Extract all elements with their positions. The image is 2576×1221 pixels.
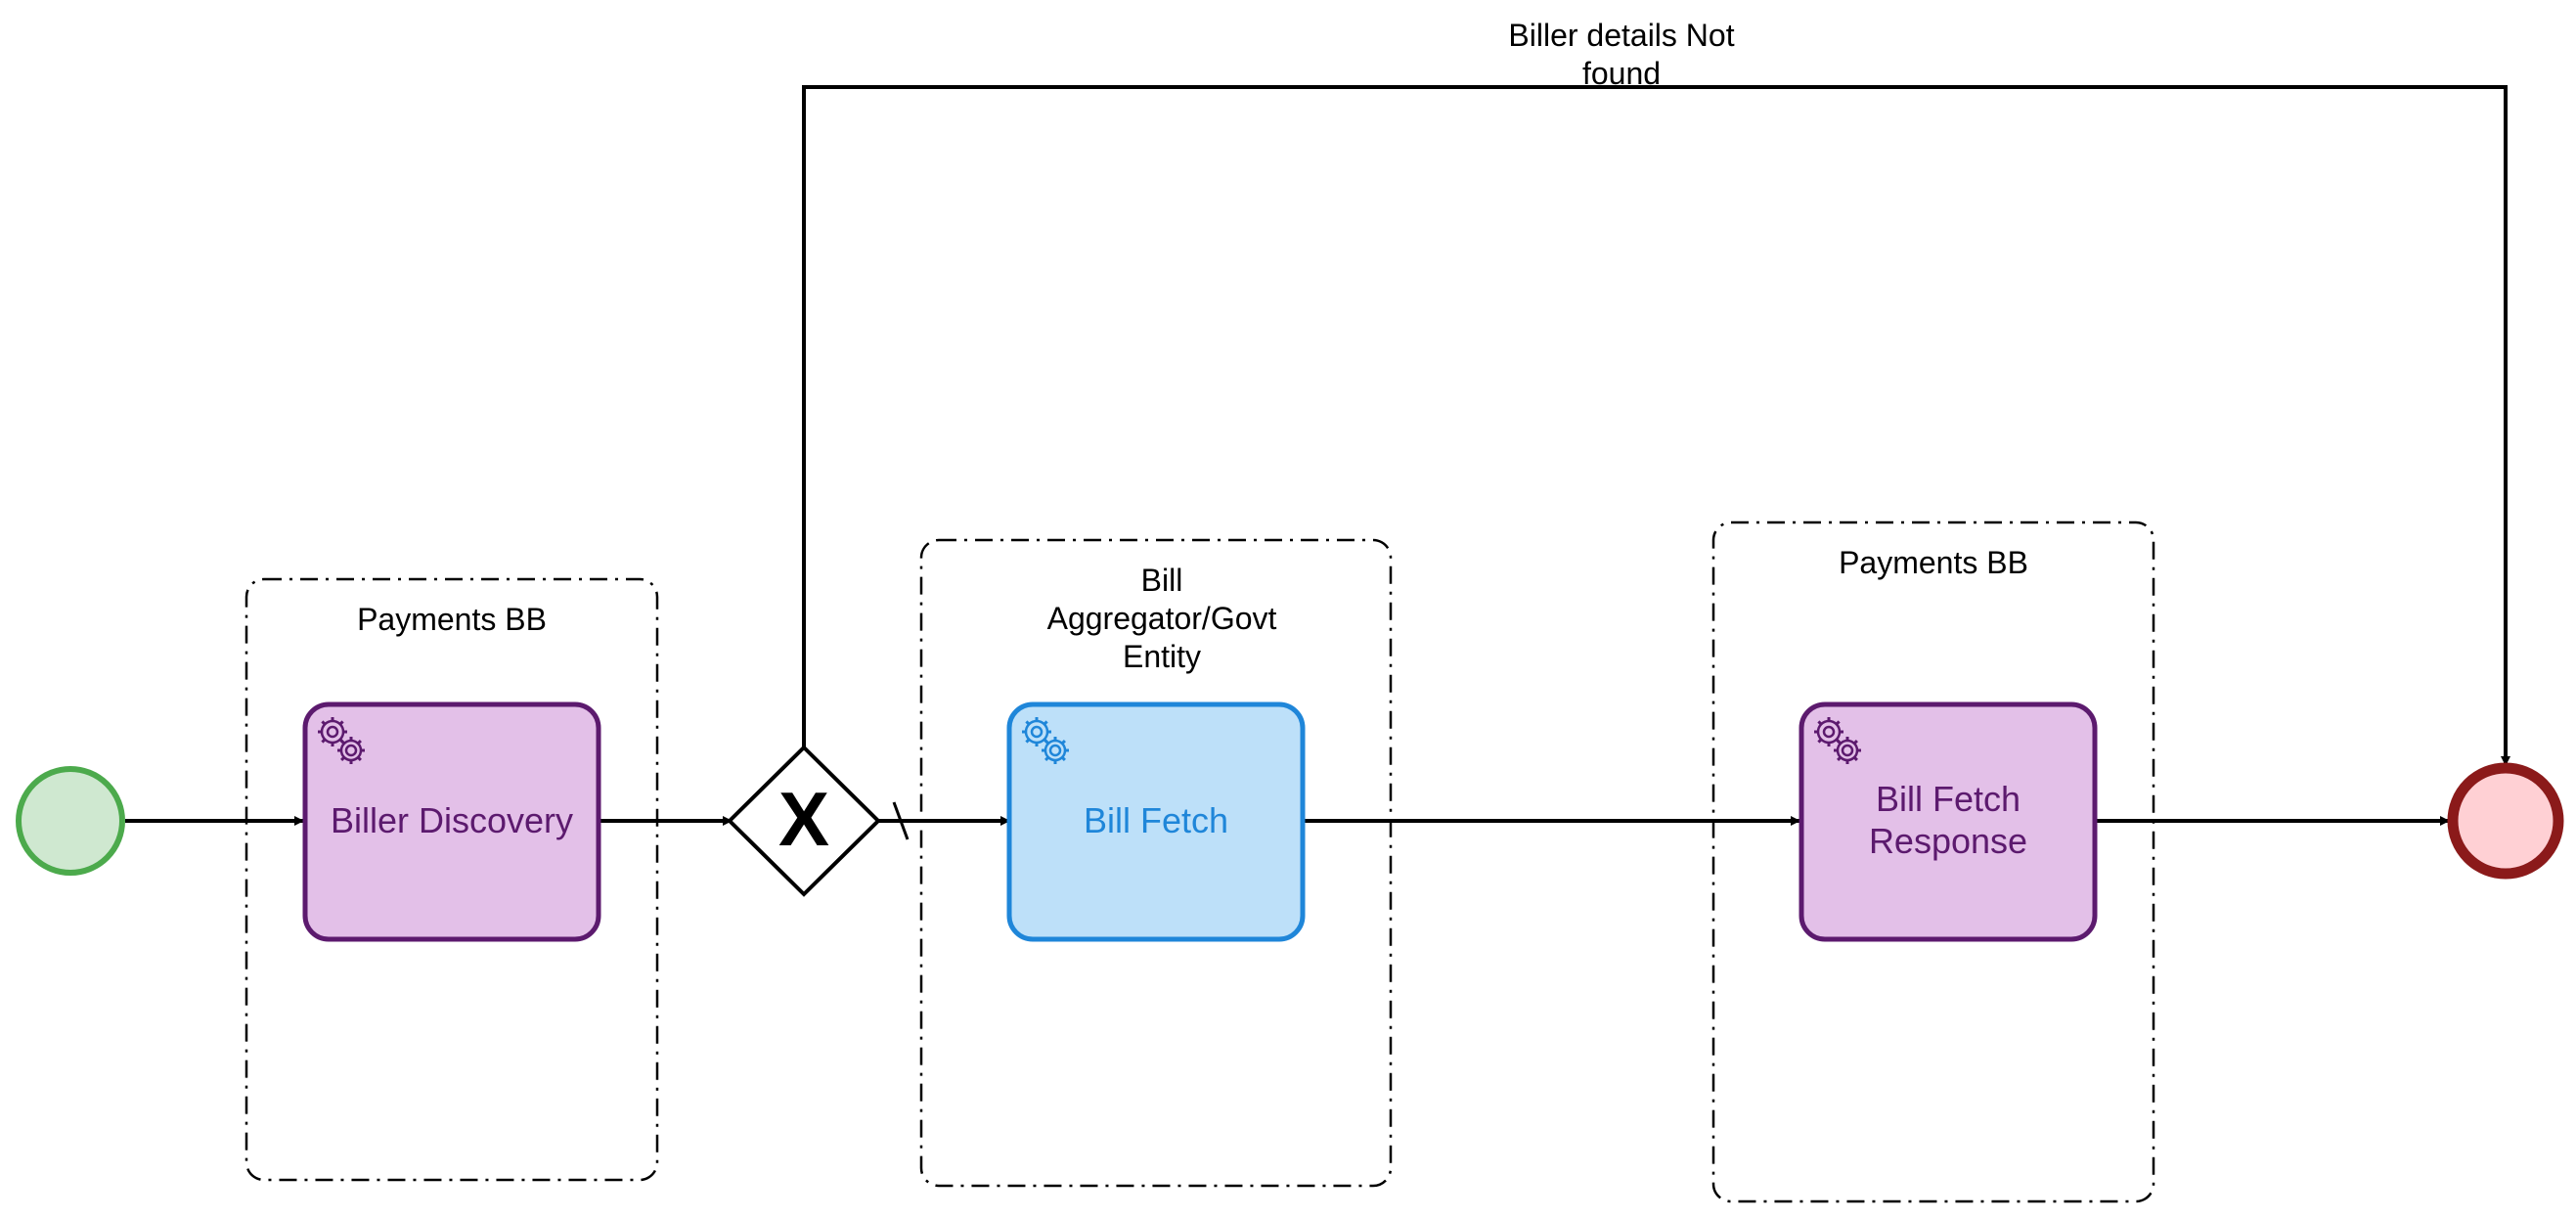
task-1-label: Biller Discovery: [331, 800, 573, 840]
exclusive-gateway[interactable]: X: [727, 745, 881, 897]
flow-gateway-not-found-to-end[interactable]: [802, 85, 2510, 766]
start-event[interactable]: [16, 766, 125, 876]
lane-2-title-line-2: Aggregator/Govt: [1047, 601, 1277, 636]
end-event[interactable]: [2447, 762, 2564, 880]
gateway-x-symbol: X: [778, 776, 829, 862]
task-bill-fetch[interactable]: Bill Fetch: [1006, 701, 1306, 942]
lane-bill-aggregator: [919, 538, 1393, 1188]
lane-3-title: Payments BB: [1839, 545, 2028, 580]
flow-label-line-1: Biller details Not: [1508, 18, 1734, 53]
task-biller-discovery[interactable]: Biller Discovery: [302, 701, 601, 942]
task-3-label-line-1: Bill Fetch: [1876, 779, 2021, 819]
task-bill-fetch-response[interactable]: Bill Fetch Response: [1799, 701, 2098, 942]
lane-payments-bb-1: [244, 577, 659, 1182]
lane-1-title: Payments BB: [357, 602, 547, 637]
task-2-label: Bill Fetch: [1084, 800, 1228, 840]
lane-2-title-line-1: Bill: [1141, 563, 1183, 598]
task-3-label-line-2: Response: [1869, 821, 2027, 861]
lane-2-title-line-3: Entity: [1123, 639, 1201, 674]
lane-payments-bb-2: [1711, 520, 2155, 1203]
flow-label-line-2: found: [1582, 56, 1661, 91]
default-flow-marker: [892, 801, 910, 840]
